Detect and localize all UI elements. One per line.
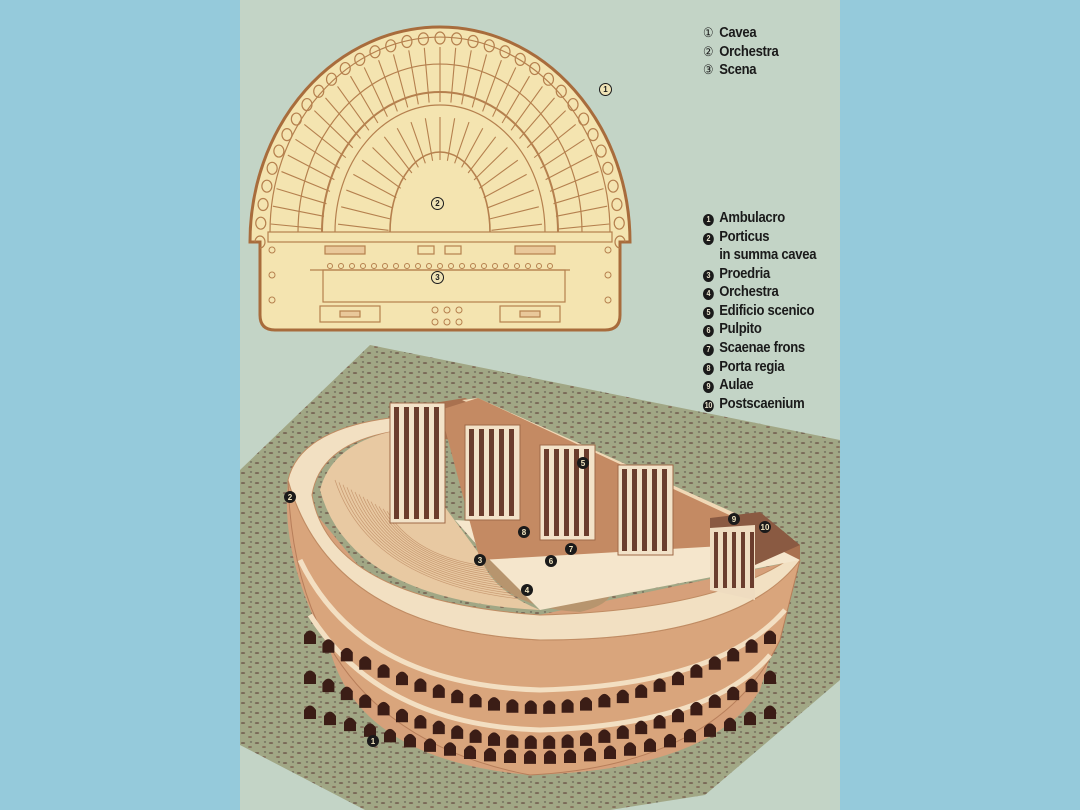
number-badge-4: 4 xyxy=(703,288,714,301)
number-badge-7: 7 xyxy=(703,343,714,356)
number-badge-9: 9 xyxy=(703,381,714,394)
circled-number-2: ② xyxy=(703,43,714,59)
marker-3: 3 xyxy=(474,554,486,566)
number-badge-2: 2 xyxy=(703,232,714,245)
marker-1: 1 xyxy=(599,83,612,96)
marker-8: 8 xyxy=(518,526,530,538)
number-badge-10: 10 xyxy=(703,399,714,412)
number-badge-8: 8 xyxy=(703,362,714,375)
marker-10: 10 xyxy=(759,521,771,533)
marker-2: 2 xyxy=(284,491,296,503)
plan-view xyxy=(248,25,632,332)
marker-5: 5 xyxy=(577,457,589,469)
number-badge-6: 6 xyxy=(703,325,714,338)
illustration-graphics xyxy=(240,25,840,810)
marker-9: 9 xyxy=(728,513,740,525)
marker-7: 7 xyxy=(565,543,577,555)
marker-6: 6 xyxy=(545,555,557,567)
marker-4: 4 xyxy=(521,584,533,596)
circled-number-1: ① xyxy=(703,25,714,40)
circled-number-3: ③ xyxy=(703,62,714,78)
marker-1: 1 xyxy=(367,735,379,747)
marker-2: 2 xyxy=(431,197,444,210)
marker-3: 3 xyxy=(431,271,444,284)
number-badge-3: 3 xyxy=(703,269,714,282)
cutaway-model xyxy=(286,398,801,776)
number-badge-5: 5 xyxy=(703,306,714,319)
number-badge-1: 1 xyxy=(703,214,714,226)
